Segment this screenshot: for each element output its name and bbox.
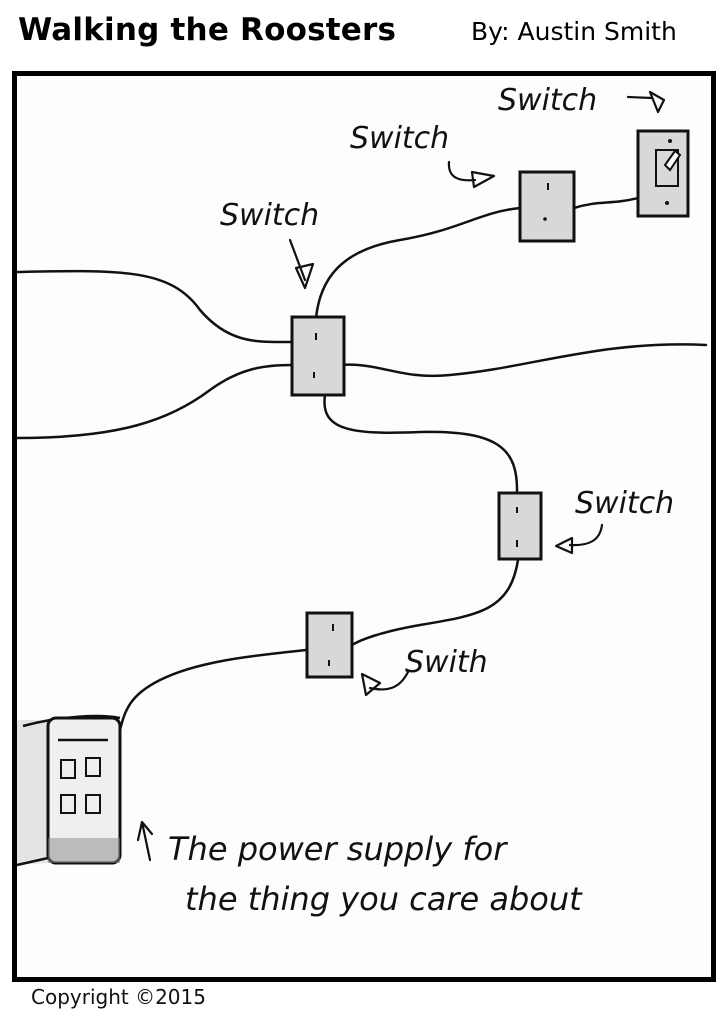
label-switch-lower-middle: Swith bbox=[405, 645, 488, 680]
label-switch-top-right: Switch bbox=[498, 83, 597, 118]
arrow-to-top-middle bbox=[447, 160, 496, 189]
label-switch-top-middle: Switch bbox=[350, 121, 449, 156]
comic-byline: By: Austin Smith bbox=[471, 17, 677, 46]
wire-top-switches bbox=[572, 196, 640, 210]
wire-right-to-lower-switch bbox=[350, 558, 520, 647]
label-switch-right-middle: Switch bbox=[575, 486, 674, 521]
comic-title: Walking the Roosters bbox=[18, 12, 397, 48]
wire-right-main bbox=[338, 343, 708, 378]
caption-line-1: The power supply for bbox=[168, 830, 508, 868]
wire-to-right-switch bbox=[323, 393, 519, 495]
arrow-to-lower-switch bbox=[360, 670, 410, 697]
switch-center bbox=[290, 315, 346, 397]
wire-to-power-supply bbox=[118, 648, 308, 732]
arrow-to-power-supply bbox=[136, 820, 154, 862]
wire-left-lower bbox=[15, 363, 294, 440]
wire-to-top-switch bbox=[314, 206, 522, 320]
label-switch-upper-left: Switch bbox=[220, 198, 319, 233]
switch-right-middle bbox=[497, 491, 543, 561]
switch-top-middle bbox=[518, 170, 576, 243]
switch-top-right bbox=[636, 129, 690, 218]
arrow-to-center-switch bbox=[288, 238, 315, 290]
power-supply bbox=[16, 714, 122, 867]
wire-left-upper bbox=[15, 269, 294, 344]
copyright-notice: Copyright ©2015 bbox=[31, 985, 206, 1009]
comic-panel bbox=[12, 71, 716, 982]
arrow-to-top-right bbox=[626, 90, 666, 114]
arrow-to-right-switch bbox=[554, 523, 604, 555]
caption-line-2: the thing you care about bbox=[185, 880, 583, 918]
switch-lower-middle bbox=[305, 611, 354, 679]
